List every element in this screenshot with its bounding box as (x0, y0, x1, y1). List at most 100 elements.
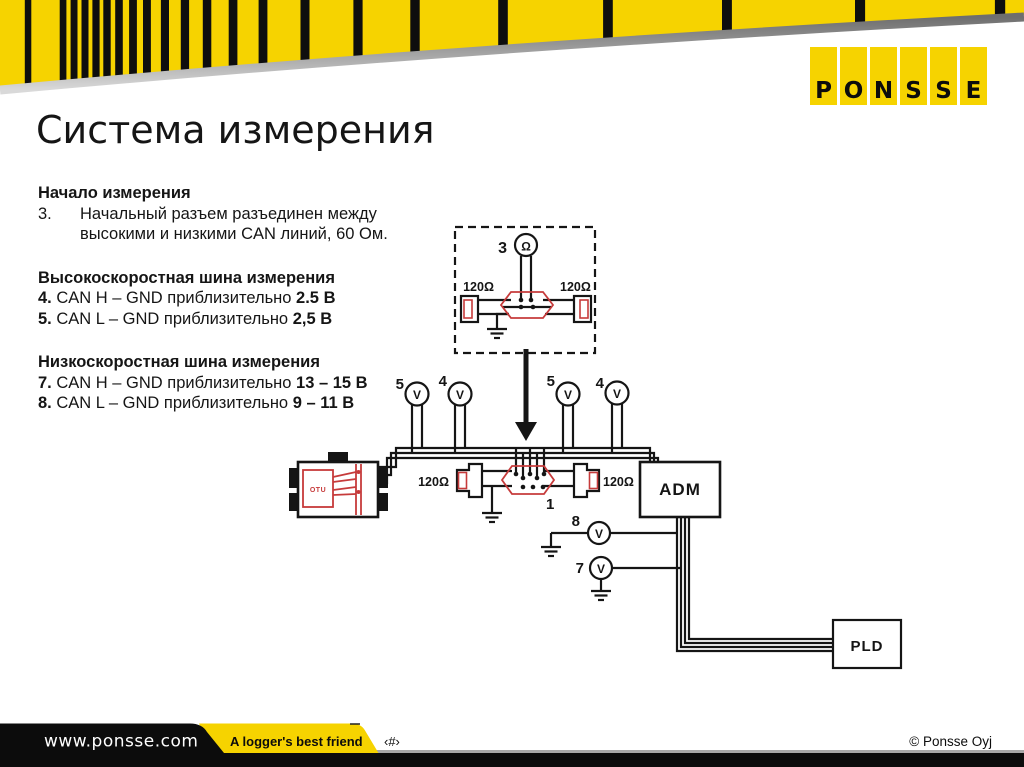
note-item-number: 5. (38, 309, 52, 328)
banner-stripe (202, 0, 212, 87)
footer-slogan-tab (199, 723, 379, 753)
bus-terminator-left: 120Ω (418, 462, 484, 499)
banner-stripe (92, 0, 100, 87)
banner-stripe (129, 0, 137, 87)
logo-letter: O (843, 78, 864, 104)
down-arrow-icon (515, 349, 537, 441)
note-item-text: CAN H – GND приблизительно (51, 373, 297, 392)
otu-module: OTU (289, 452, 388, 519)
ground-icon (485, 327, 509, 340)
adm-pld-harness (675, 517, 833, 653)
ground-icon (539, 545, 563, 558)
banner-stripe (143, 0, 151, 87)
logo-letter: P (815, 78, 832, 104)
resistor-label: 120Ω (418, 475, 449, 489)
banner-stripe (300, 0, 310, 87)
note-item-number: 8. (38, 394, 52, 412)
voltmeter-7: V 7 (576, 555, 681, 602)
note-item-text: CAN L – GND приблизительно (51, 394, 293, 412)
header-banner (0, 0, 1024, 95)
ohmmeter-number: 3 (498, 240, 507, 257)
banner-stripe (180, 0, 190, 87)
terminator-120ohm-left: 120Ω (459, 280, 494, 324)
resistor-label: 120Ω (603, 475, 634, 489)
logo-letter: S (905, 78, 922, 104)
connector-hexagon (499, 291, 555, 319)
note-section: Начало измерения 3. Начальный разъем разъе… (38, 183, 468, 245)
banner-band (0, 0, 1024, 87)
footer-website: www.ponsse.com (44, 732, 198, 752)
logo-tile: S (900, 47, 927, 105)
pld-module: PLD (831, 618, 903, 670)
adm-label: ADM (659, 480, 701, 499)
connector-number: 1 (546, 496, 554, 513)
resistor-label: 120Ω (560, 280, 591, 294)
page-title: Система измерения (36, 108, 435, 152)
note-item: 7. CAN H – GND приблизительно 13 – 15 В (38, 373, 468, 394)
banner-stripe (722, 0, 732, 87)
banner-stripe (115, 0, 123, 87)
voltmeter-number: 7 (576, 560, 584, 577)
banner-stripe (410, 0, 420, 87)
otu-label: OTU (310, 487, 326, 494)
voltmeter-number: 5 (396, 376, 404, 393)
banner-stripe (228, 0, 238, 87)
connector-hexagon (500, 465, 556, 495)
voltmeter-4-low: V 4 (596, 375, 630, 453)
termination-test-box: 3 Ω 120Ω (453, 225, 597, 355)
banner-stripe (59, 0, 67, 87)
logo-tile: N (870, 47, 897, 105)
logo-tile: P (810, 47, 837, 105)
voltmeter-number: 8 (572, 513, 580, 530)
note-item-number: 3. (38, 204, 52, 223)
connector-x1: 1 (480, 448, 574, 524)
voltmeter-number: 4 (439, 373, 448, 390)
voltmeter-5-low: V 5 (547, 373, 581, 453)
ohm-symbol: Ω (521, 240, 531, 254)
voltmeter-number: 4 (596, 375, 605, 392)
note-item-value: 2,5 В (292, 309, 333, 328)
note-item-value: 2.5 В (296, 289, 336, 307)
footer-website-tab (0, 723, 224, 753)
footer-copyright: © Ponsse Oyj (909, 734, 992, 749)
logo-letter: E (965, 78, 982, 104)
footer: www.ponsse.com A logger's best friend ‹#… (0, 723, 1024, 767)
banner-stripe (70, 0, 78, 87)
note-heading: Низкоскоростная шина измерения (38, 353, 320, 371)
banner-stripe (603, 0, 613, 87)
footer-slogan: A logger's best friend (230, 734, 363, 749)
note-item-number: 7. (38, 373, 52, 392)
footer-page-number: ‹#› (384, 734, 400, 749)
footer-divider (0, 750, 1024, 754)
logo-letter: N (873, 78, 894, 104)
resistor-label: 120Ω (463, 280, 494, 294)
banner-stripe (353, 0, 363, 87)
ohmmeter-dial (513, 232, 539, 258)
voltmeter-symbol: V (413, 388, 421, 402)
note-item-text: CAN H – GND приблизительно (51, 289, 297, 307)
terminator-120ohm-right: 120Ω (560, 280, 593, 324)
banner-stripe (103, 0, 111, 87)
voltmeter-4-high: V 4 (439, 373, 473, 453)
note-item-value: 9 – 11 В (292, 394, 355, 412)
measurement-diagram: 3 Ω 120Ω (289, 225, 903, 670)
note-item: 8. CAN L – GND приблизительно 9 – 11 В (38, 393, 468, 414)
voltmeter-symbol: V (595, 527, 603, 541)
voltmeter-symbol: V (613, 387, 621, 401)
voltmeter-symbol: V (456, 388, 464, 402)
note-heading: Начало измерения (38, 184, 191, 202)
pld-label: PLD (851, 638, 884, 655)
banner-stripe (498, 0, 508, 87)
logo-tile: S (930, 47, 957, 105)
bus-terminator-right: 120Ω (572, 462, 634, 499)
banner-stripe (258, 0, 268, 87)
adm-module: ADM (638, 460, 722, 519)
voltmeter-5-high: V 5 (396, 376, 430, 453)
banner-stripe (160, 0, 169, 87)
note-heading: Высокоскоростная шина измерения (38, 268, 335, 287)
banner-stripe (81, 0, 89, 87)
voltmeter-symbol: V (564, 388, 572, 402)
logo-letter: S (935, 78, 952, 104)
